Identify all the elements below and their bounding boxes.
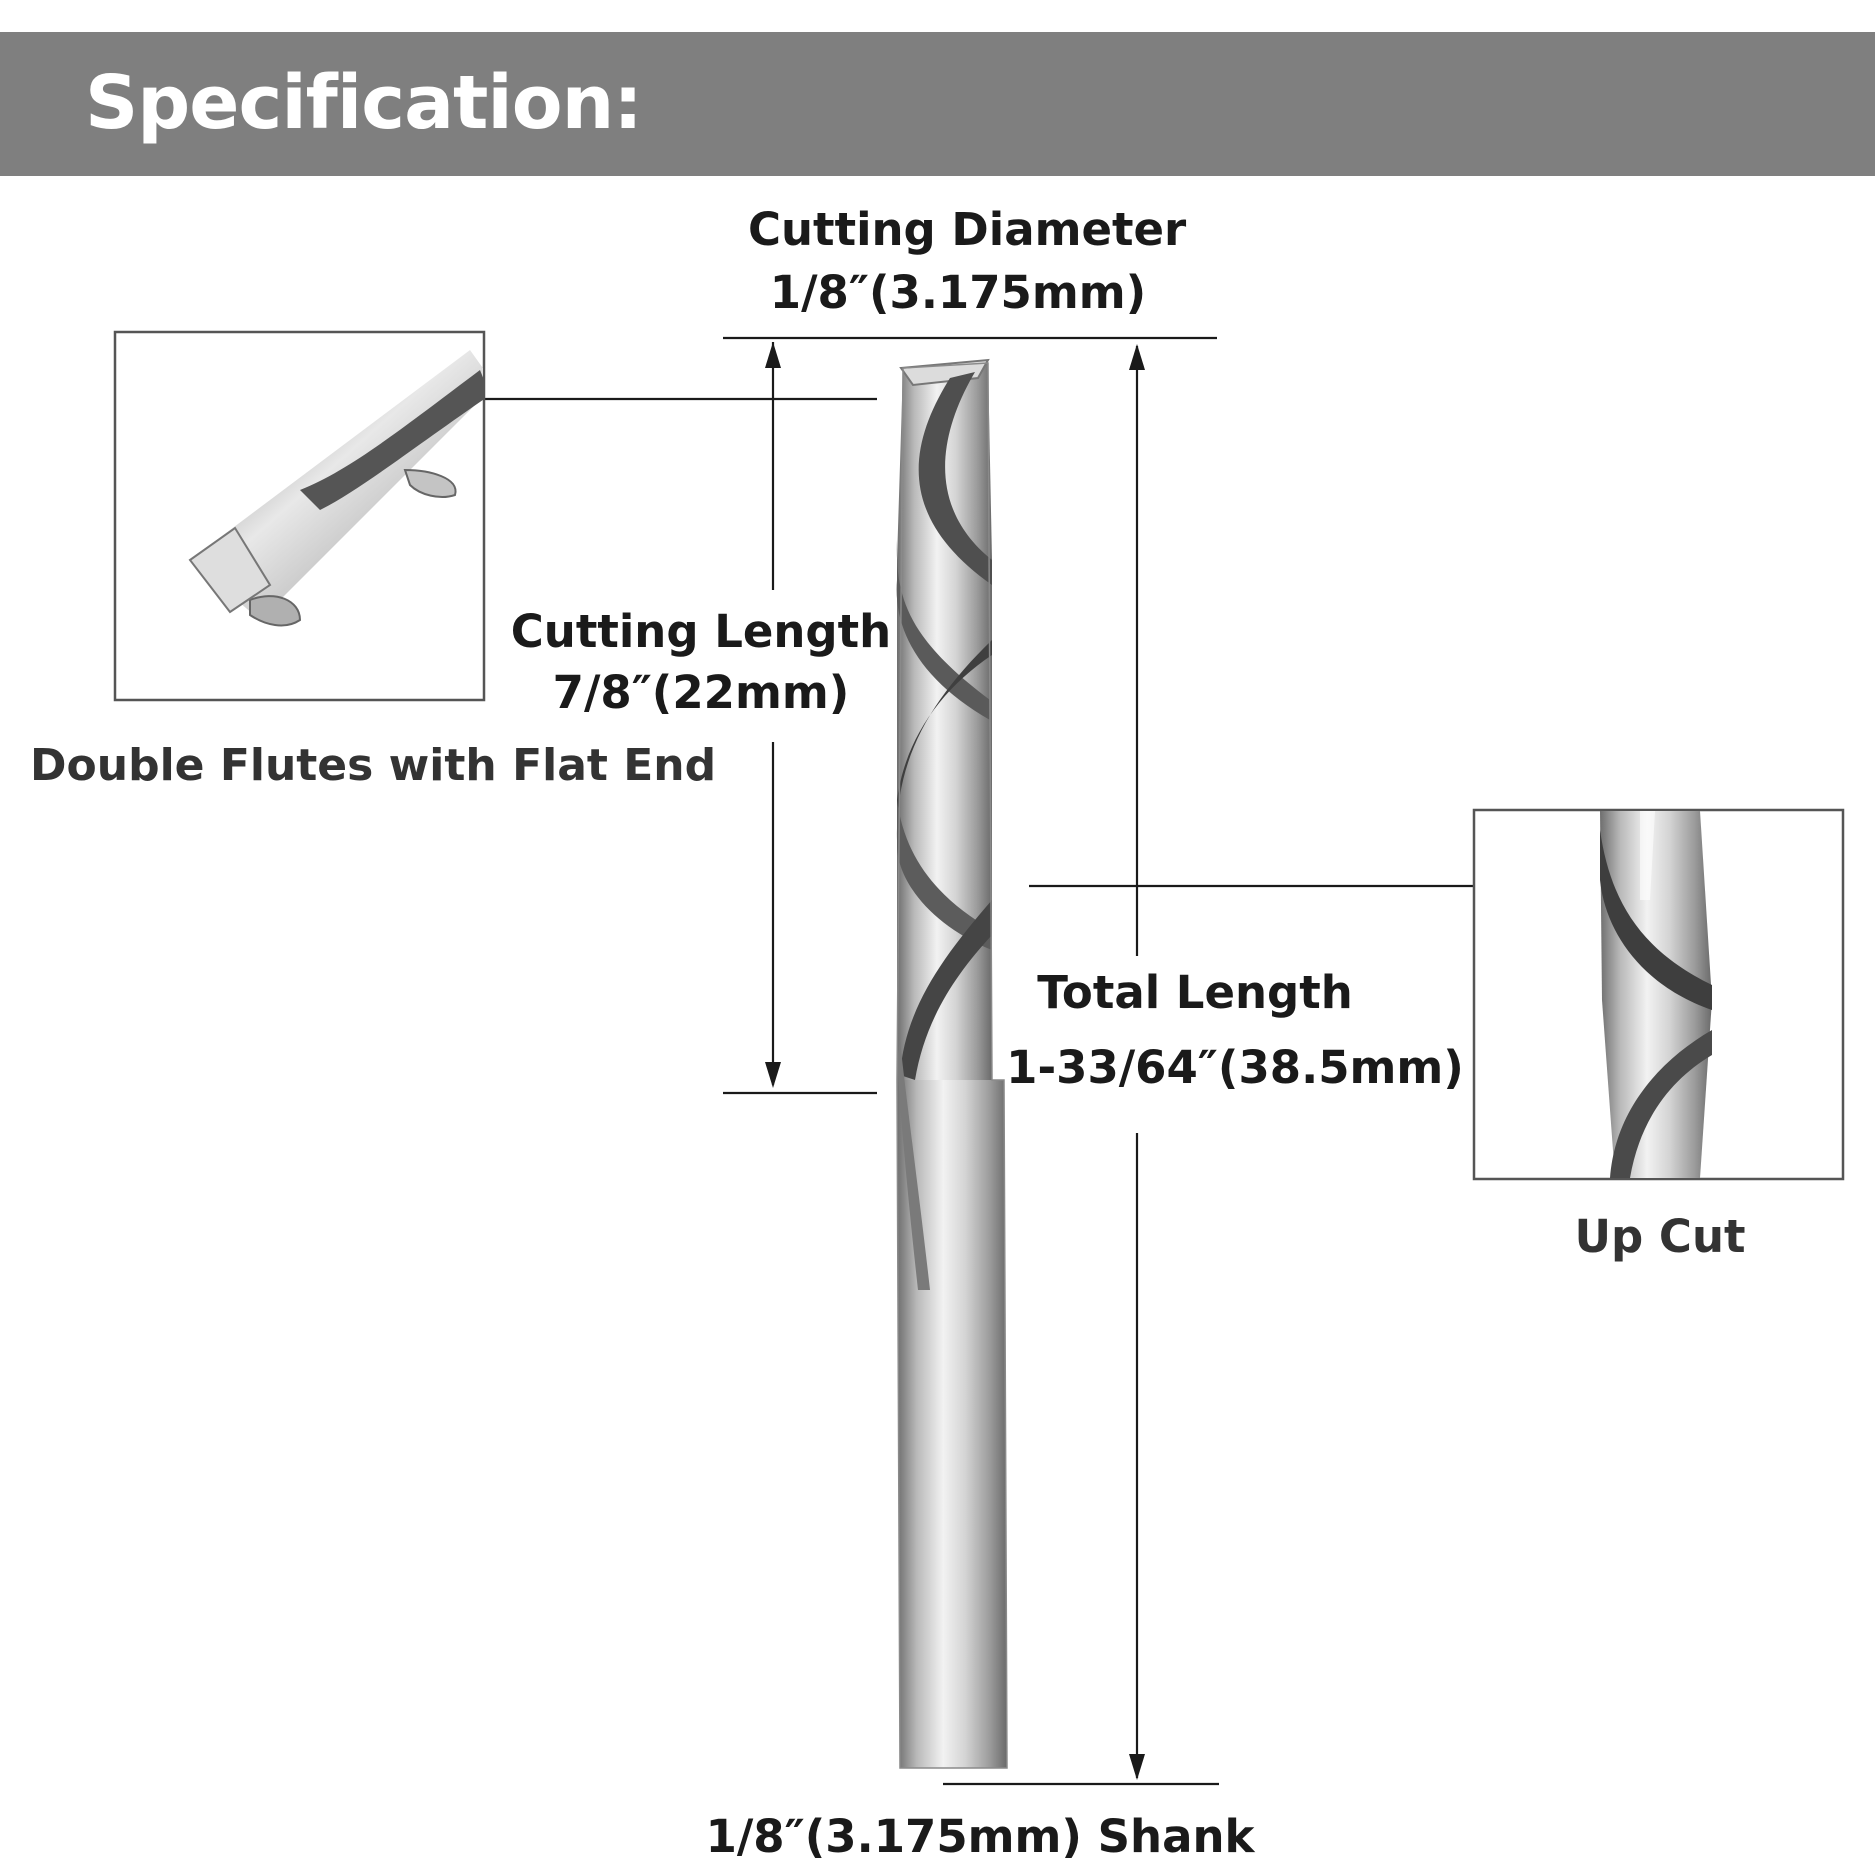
up-cut-caption: Up Cut	[1574, 1210, 1746, 1263]
end-mill-bit	[896, 358, 1008, 1769]
total-length-value: 1-33/64″(38.5mm)	[1006, 1041, 1464, 1094]
page-title: Specification:	[85, 60, 643, 146]
arrow-head	[765, 342, 781, 368]
shank-label: 1/8″(3.175mm) Shank	[705, 1810, 1255, 1863]
up-cut-closeup-body	[1600, 811, 1712, 1178]
cutting-length-value: 7/8″(22mm)	[552, 666, 850, 719]
total-length-title: Total Length	[1037, 966, 1353, 1019]
arrow-head	[1129, 344, 1145, 370]
cutting-diameter-title: Cutting Diameter	[748, 203, 1187, 256]
flute-groove	[896, 540, 990, 720]
cutting-length-title: Cutting Length	[510, 605, 892, 658]
spec-header-bar	[0, 32, 1875, 176]
arrow-head	[765, 1062, 781, 1088]
flat-end-caption: Double Flutes with Flat End	[30, 740, 717, 791]
up-cut-callout	[1472, 808, 1845, 1181]
flute-runout	[897, 1040, 930, 1290]
flute-groove	[900, 900, 992, 1080]
arrow-head	[1129, 1754, 1145, 1780]
flute-groove	[918, 372, 992, 585]
flute-groove	[896, 640, 992, 840]
flat-end-callout	[113, 330, 486, 702]
cutting-diameter-value: 1/8″(3.175mm)	[769, 266, 1147, 319]
flat-end-face	[188, 526, 272, 614]
dimension-lines	[484, 336, 1474, 1786]
